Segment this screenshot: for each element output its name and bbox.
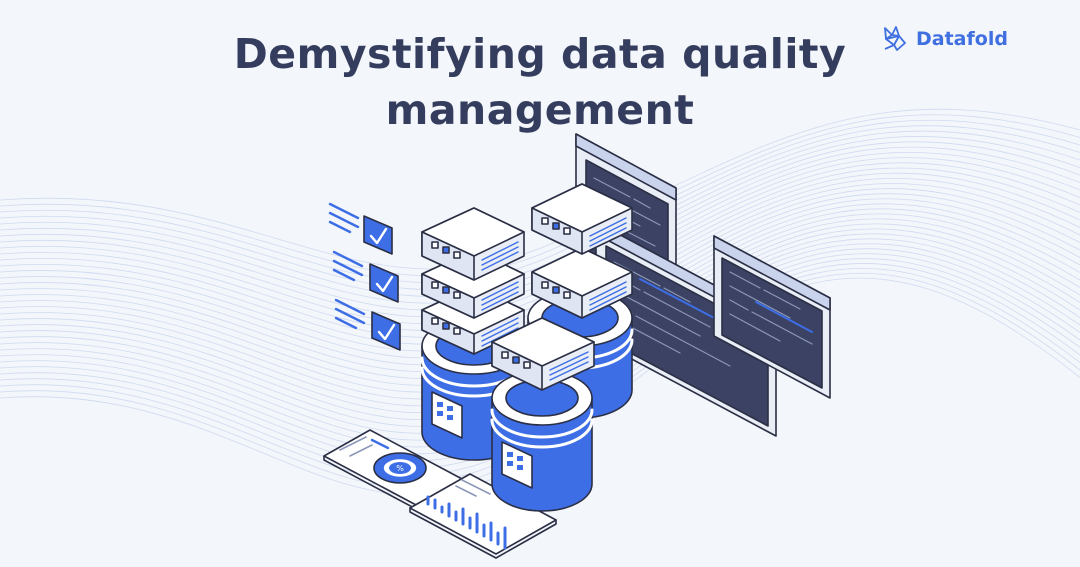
server-unit: [531, 247, 633, 319]
server-unit: [531, 183, 633, 255]
page-title: Demystifying data quality management: [140, 26, 940, 138]
origami-bird-icon: [884, 26, 906, 51]
checkbox-checked-icon: [363, 215, 393, 255]
title-line-2: management: [385, 86, 695, 134]
server-unit: [421, 207, 525, 281]
background-wave-line: [0, 114, 1080, 277]
percentage-gauge-card: %: [323, 429, 465, 511]
checklist-item: [334, 298, 401, 351]
checklist-item: [332, 250, 399, 303]
background-wave-line: [0, 119, 1080, 284]
server-base-front: [490, 370, 594, 512]
checkbox-checked-icon: [371, 311, 401, 351]
checkbox-checked-icon: [369, 263, 399, 303]
brand-logo[interactable]: Datafold: [882, 22, 1008, 56]
percentage-gauge-icon: %: [396, 464, 404, 473]
title-line-1: Demystifying data quality: [233, 30, 847, 78]
checklist: [328, 202, 401, 351]
brand-name: Datafold: [916, 28, 1008, 50]
server-unit: [491, 317, 595, 391]
checklist-item: [328, 202, 393, 255]
bar-chart-card-icon: [409, 473, 557, 559]
code-window-icon: [575, 133, 831, 437]
